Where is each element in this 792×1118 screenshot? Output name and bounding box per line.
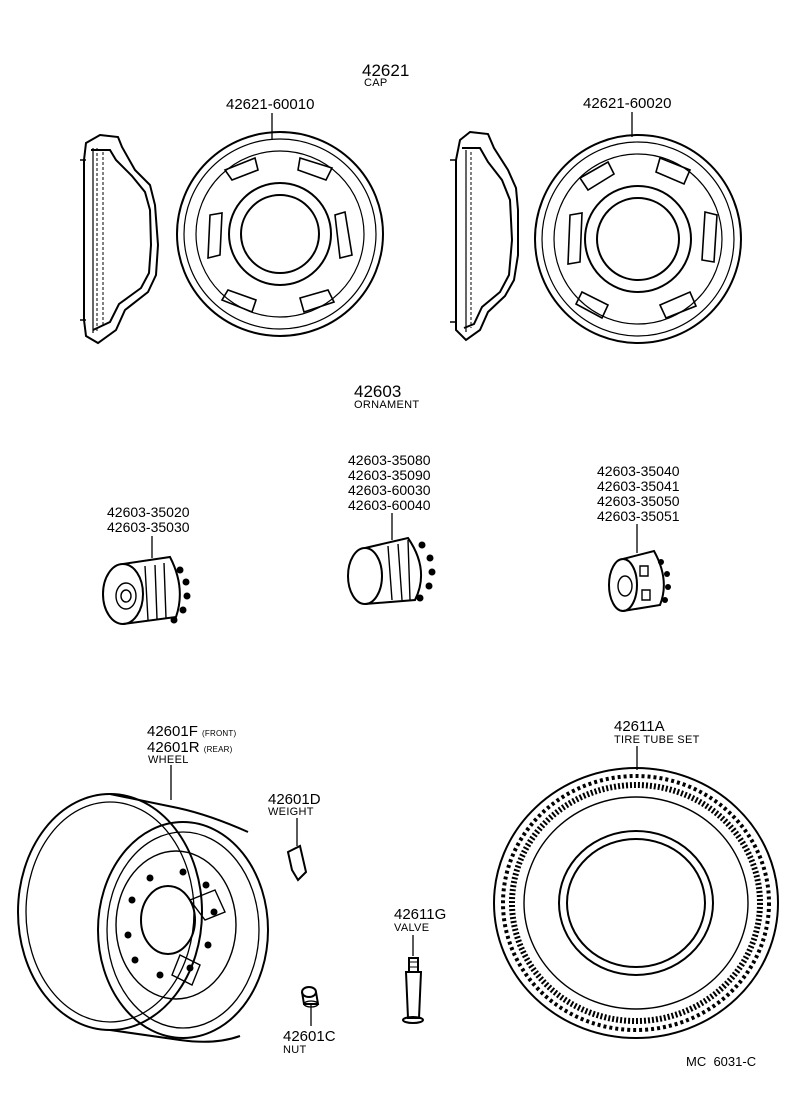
tire-number: 42611A xyxy=(614,718,665,735)
ornament-right xyxy=(609,551,671,611)
tire-tube-set xyxy=(494,768,778,1038)
wheel-rear-number: 42601R (REAR) xyxy=(147,740,232,755)
weight-name: WEIGHT xyxy=(268,806,314,818)
nut-name: NUT xyxy=(283,1044,307,1056)
ornament-center xyxy=(348,538,436,604)
wheel-name: WHEEL xyxy=(148,754,189,766)
cap-face-right xyxy=(535,135,741,343)
cap-part-right: 42621-60020 xyxy=(583,95,672,112)
wheel-front-part-number: 42601F xyxy=(147,723,198,740)
leader-lines xyxy=(152,112,637,1026)
ornament-left-parts: 42603-35020 42603-35030 xyxy=(107,505,190,535)
wheel-front-number: 42601F (FRONT) xyxy=(147,724,236,739)
balance-weight xyxy=(288,846,306,880)
weight-number: 42601D xyxy=(268,791,321,808)
wheel-rear-part-number: 42601R xyxy=(147,739,200,756)
cap-face-left xyxy=(177,132,383,336)
wheel-rear-note: (REAR) xyxy=(203,745,233,754)
part-number: 42603-35050 xyxy=(597,493,680,509)
tire-valve xyxy=(403,958,423,1023)
part-number: 42603-35041 xyxy=(597,478,680,494)
cap-group-name: CAP xyxy=(364,77,388,89)
valve-number: 42611G xyxy=(394,906,447,923)
cap-group-number: 42621 xyxy=(362,61,410,80)
figure-code: MC 6031-C xyxy=(686,1054,757,1069)
cap-profile-right xyxy=(450,132,518,340)
ornament-center-parts: 42603-35080 42603-35090 42603-60030 4260… xyxy=(348,453,431,513)
ornament-left xyxy=(103,557,191,624)
ornament-group-name: ORNAMENT xyxy=(354,399,420,411)
ornament-group-number: 42603 xyxy=(354,382,402,401)
cap-profile-left xyxy=(80,135,158,343)
part-number: 42603-60040 xyxy=(348,497,431,513)
part-number: 42603-35090 xyxy=(348,467,431,483)
part-number: 42603-35040 xyxy=(597,463,680,479)
cap-part-left: 42621-60010 xyxy=(226,96,315,113)
part-number: 42603-35020 xyxy=(107,504,190,520)
nut-number: 42601C xyxy=(283,1028,336,1045)
part-number: 42603-35030 xyxy=(107,519,190,535)
part-number: 42603-60030 xyxy=(348,482,431,498)
part-number: 42603-35080 xyxy=(348,452,431,468)
tire-name: TIRE TUBE SET xyxy=(614,734,700,746)
wheel xyxy=(18,794,268,1042)
valve-name: VALVE xyxy=(394,922,430,934)
wheel-front-note: (FRONT) xyxy=(202,729,237,738)
wheel-nut xyxy=(302,987,318,1007)
ornament-right-parts: 42603-35040 42603-35041 42603-35050 4260… xyxy=(597,464,680,524)
part-number: 42603-35051 xyxy=(597,508,680,524)
